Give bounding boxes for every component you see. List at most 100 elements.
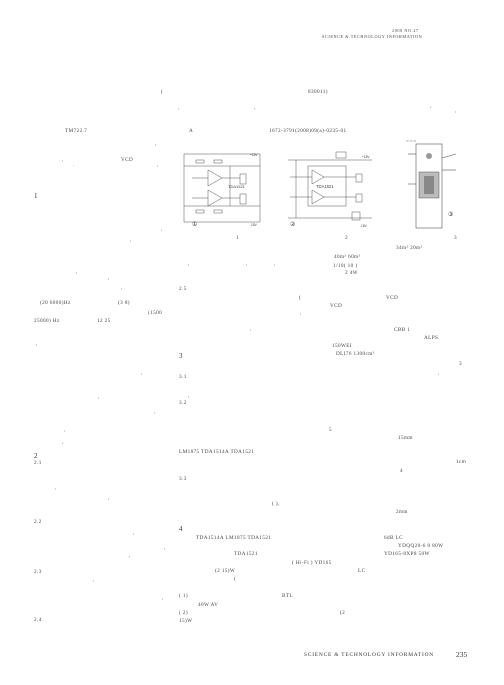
section-4-heading: 4	[179, 525, 183, 533]
frag: ,	[55, 486, 57, 491]
frag: ,	[164, 546, 166, 551]
frag: ,	[76, 270, 78, 275]
frag: ,	[157, 163, 159, 168]
circuit-diagram-1: TDA1521 +18V -18V ①	[183, 153, 261, 228]
frag: ,	[129, 554, 131, 559]
ratio-range: (3 8)	[118, 300, 130, 306]
heatsink-type: 150WEI	[332, 343, 352, 349]
hifi-note: ( Hi-Fi ) YD165	[292, 560, 332, 566]
frag: .	[73, 163, 75, 168]
frag: ,	[430, 104, 432, 109]
frag: ,	[62, 440, 64, 445]
frag: ,	[121, 286, 123, 291]
values: 12 25	[97, 318, 111, 324]
frag: ,	[93, 578, 95, 583]
section-3-1: 3.1	[179, 374, 187, 380]
frag: ,	[254, 106, 256, 111]
frag: ,	[178, 106, 180, 111]
frag: ,	[274, 262, 276, 267]
section-2-heading: 2	[34, 452, 38, 460]
section-2-3: 2.3	[34, 569, 42, 575]
fig-3-marker: ③	[448, 211, 453, 218]
speaker-box-diagram: ▭ ▭ ▭ ③	[406, 139, 457, 229]
btl-note: BTL	[282, 593, 293, 599]
section-2-2: 2.2	[34, 519, 42, 525]
section-1-heading: 1	[34, 192, 38, 200]
count-4: 4	[400, 468, 403, 474]
frag: ,	[188, 394, 190, 399]
frag: ,	[161, 227, 163, 232]
section-3-heading: 3	[179, 352, 183, 360]
footer-journal: SCIENCE & TECHNOLOGY INFORMATION	[304, 652, 434, 658]
fig-ref-3: 3	[459, 361, 462, 367]
frag: ,	[133, 531, 135, 536]
lc-6db: 6dB LC	[384, 535, 403, 541]
power-15w: 15)W	[179, 618, 193, 624]
speaker-ydq: YDQQ20-6 8 80W	[398, 543, 444, 549]
ref-1: ( 1)	[179, 593, 188, 599]
figure-2-caption: 2	[345, 235, 348, 241]
area-values-2: 40m² 60m²	[334, 254, 361, 260]
fig-1-marker: ①	[192, 221, 197, 228]
frag: ,	[108, 496, 110, 501]
frag: ,	[155, 142, 157, 147]
paren-note-2: (	[234, 576, 237, 582]
section-2-5: 2.5	[179, 286, 187, 292]
frag: ,	[108, 276, 110, 281]
frag: ,	[36, 342, 38, 347]
frag: ,	[188, 262, 190, 267]
affiliation-paren: (	[161, 89, 164, 95]
section-3-3: 3.3	[179, 476, 187, 482]
heatsink-area: DLI76 1300cm²	[336, 351, 375, 357]
frag: ,	[300, 311, 302, 316]
chip-label-2: TDA1521	[316, 184, 334, 189]
paren-note: ( ),	[272, 501, 280, 507]
freq-range-2: (1500	[148, 310, 163, 316]
journal-header: SCIENCE & TECHNOLOGY INFORMATION	[322, 34, 423, 39]
length-2mm: 2mm	[396, 509, 408, 515]
frag: ,	[246, 262, 248, 267]
classification-code: TM722.7	[65, 128, 88, 134]
frag: ,	[62, 158, 64, 163]
vcd-ref: VCD	[386, 295, 399, 301]
figure-1-caption: 1	[236, 235, 239, 241]
speaker-ydi: YD165-8XP8 50W	[384, 551, 430, 557]
frag: ,	[154, 410, 156, 415]
section-2-4: 2.4	[34, 617, 42, 623]
ratio-note: 1/10( 10 )	[333, 263, 358, 269]
svg-text:+18V: +18V	[250, 153, 258, 157]
issue-label: 2008 NO.27	[392, 28, 419, 33]
count-5: 5	[329, 427, 332, 433]
power-40w: 40W AV	[198, 602, 219, 608]
cbb-cap: CBB 1	[394, 327, 411, 333]
length-1cm: 1cm	[456, 459, 467, 465]
doc-code-a: A	[189, 128, 194, 134]
circuit-diagram-2: TDA1521 +18V -18V ②	[288, 151, 372, 228]
chip-tda1521: TDA1521	[234, 551, 258, 557]
svg-text:+18V: +18V	[362, 155, 370, 159]
svg-text:▭ ▭ ▭: ▭ ▭ ▭	[406, 139, 416, 143]
power-note: 2 4W	[345, 270, 358, 276]
frag: ,	[438, 371, 440, 376]
frag: ,	[162, 596, 164, 601]
chip-label-1: TDA1521	[228, 184, 246, 189]
ref-2: ( 2)	[179, 610, 188, 616]
frag: ,	[98, 395, 100, 400]
frag: ,	[64, 428, 66, 433]
doc-id: 1672-3791(2008)09(a)-0235-01	[269, 128, 347, 134]
power-range: (2 15)W	[215, 568, 236, 574]
area-values: 34m² 20m²	[396, 245, 423, 251]
freq-range-3: 25000) Hz	[34, 318, 60, 324]
frag: ,	[455, 109, 457, 114]
lc-note: LC	[358, 568, 366, 574]
figure-3-caption: 3	[454, 235, 457, 241]
svg-text:-18V: -18V	[250, 223, 258, 227]
section-2-1: 2.1	[34, 460, 42, 466]
paren-open: (	[299, 295, 302, 301]
vcd-ref-2: VCD	[330, 303, 343, 309]
length-15mm: 15mm	[398, 435, 413, 441]
frag: ,	[130, 238, 132, 243]
frag: ,	[141, 371, 143, 376]
alps-pot: ALPS	[424, 335, 439, 341]
svg-text:-18V: -18V	[360, 224, 368, 228]
